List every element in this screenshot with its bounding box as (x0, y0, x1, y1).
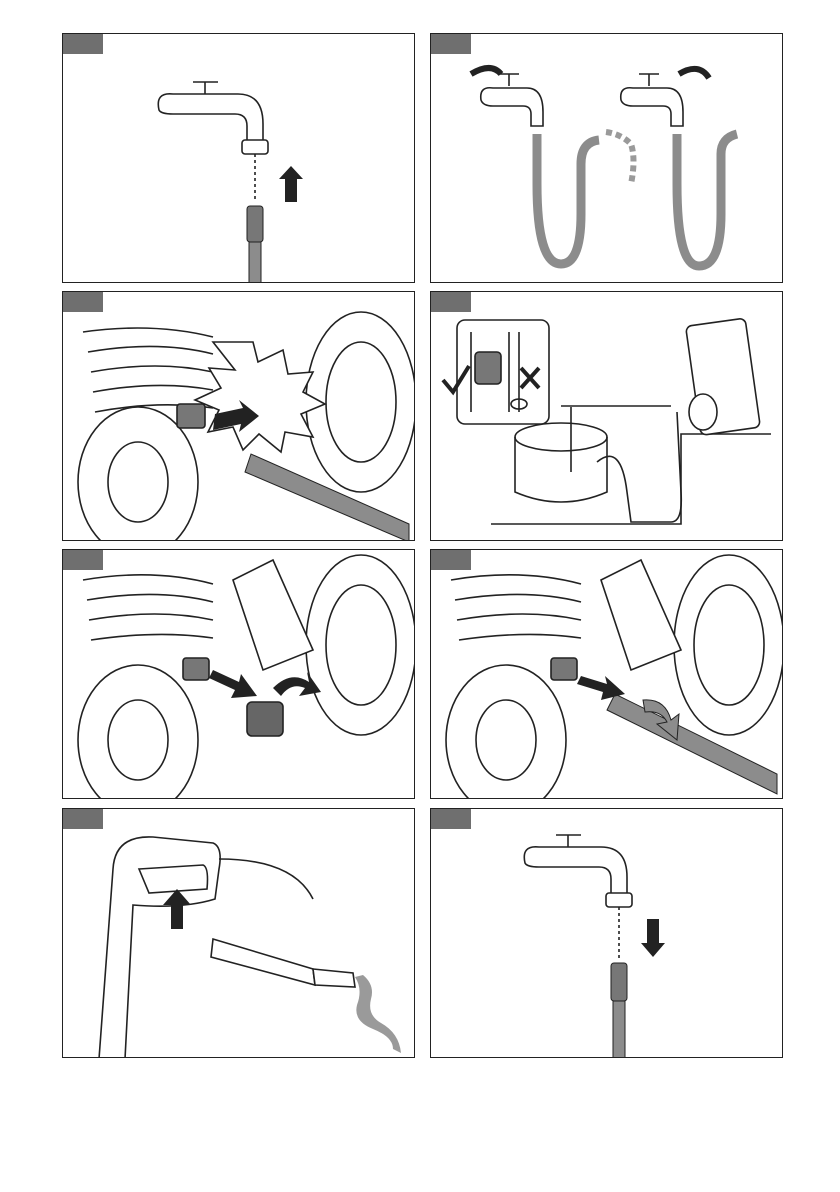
panel-step-2 (430, 33, 783, 283)
panel-step-6 (430, 549, 783, 799)
panel-step-4 (430, 291, 783, 541)
remove-inlet-coupling-illustration (63, 550, 415, 799)
panel-step-3 (62, 291, 415, 541)
footer-strip (0, 1182, 840, 1192)
tap-hose-detach-illustration (431, 809, 783, 1058)
tap-hose-attach-illustration (63, 34, 415, 283)
panel-step-7 (62, 808, 415, 1058)
inlet-connection-warning-illustration (63, 292, 415, 541)
panel-step-5 (62, 549, 415, 799)
tap-open-flush-hose-illustration (431, 34, 783, 283)
trigger-gun-release-illustration (63, 809, 415, 1058)
panel-step-8 (430, 808, 783, 1058)
attach-hose-to-inlet-illustration (431, 550, 783, 799)
suction-from-container-illustration (431, 292, 783, 541)
panel-step-1 (62, 33, 415, 283)
